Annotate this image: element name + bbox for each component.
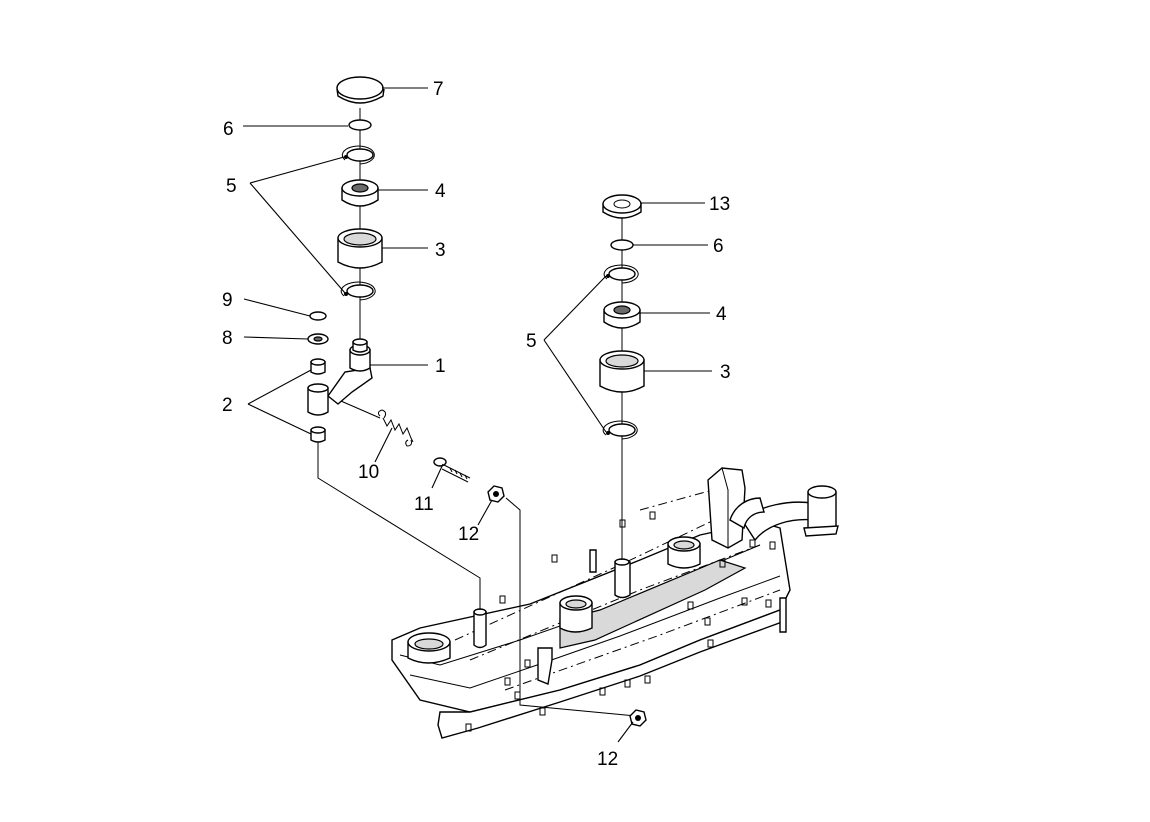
callout-7: 7 [433,79,444,100]
part-3-bushing [337,228,383,269]
deck-frame [391,467,839,739]
leader-lines [243,87,712,743]
part-6-snap-ring-right [610,239,634,251]
callout-13: 13 [709,194,730,215]
part-5-retaining-ring-upper-right [603,264,639,284]
callout-9: 9 [222,290,233,311]
part-10-spring [377,409,414,447]
callout-6-left: 6 [223,119,234,140]
callout-labels: 7 6 5 4 3 9 8 1 2 10 11 12 13 6 5 4 3 12 [222,79,731,770]
callout-11: 11 [414,494,434,515]
callout-2: 2 [222,395,233,416]
part-4-bearing-right [603,301,641,329]
right-pivot-assembly [599,194,645,440]
part-4-bearing [341,179,379,207]
part-9-ring [309,311,327,321]
part-5-retaining-ring-lower [340,281,376,301]
part-12-nut-upper [487,485,505,503]
part-5-retaining-ring-upper [341,145,375,165]
part-5-retaining-ring-lower-right [602,420,638,440]
part-8-washer [307,333,329,345]
callout-4-right: 4 [716,304,727,325]
callout-4-left: 4 [435,181,446,202]
callout-5-left: 5 [226,176,237,197]
part-2-bushing-set [307,358,329,443]
left-pivot-assembly [307,76,505,503]
part-13-spacer [602,194,642,219]
callout-5-right: 5 [526,331,537,352]
part-7-cap [336,76,385,104]
callout-6-right: 6 [713,236,724,257]
callout-1: 1 [435,356,446,377]
callout-10: 10 [358,462,379,483]
part-1-pivot-arm [327,338,373,405]
callout-8: 8 [222,328,233,349]
callout-12-lower: 12 [597,749,618,770]
part-6-snap-ring [348,119,372,131]
part-3-bushing-right [599,350,645,393]
part-11-eye-bolt [433,457,471,483]
callout-3-right: 3 [720,362,731,383]
callout-12-upper: 12 [458,524,479,545]
callout-3-left: 3 [435,240,446,261]
